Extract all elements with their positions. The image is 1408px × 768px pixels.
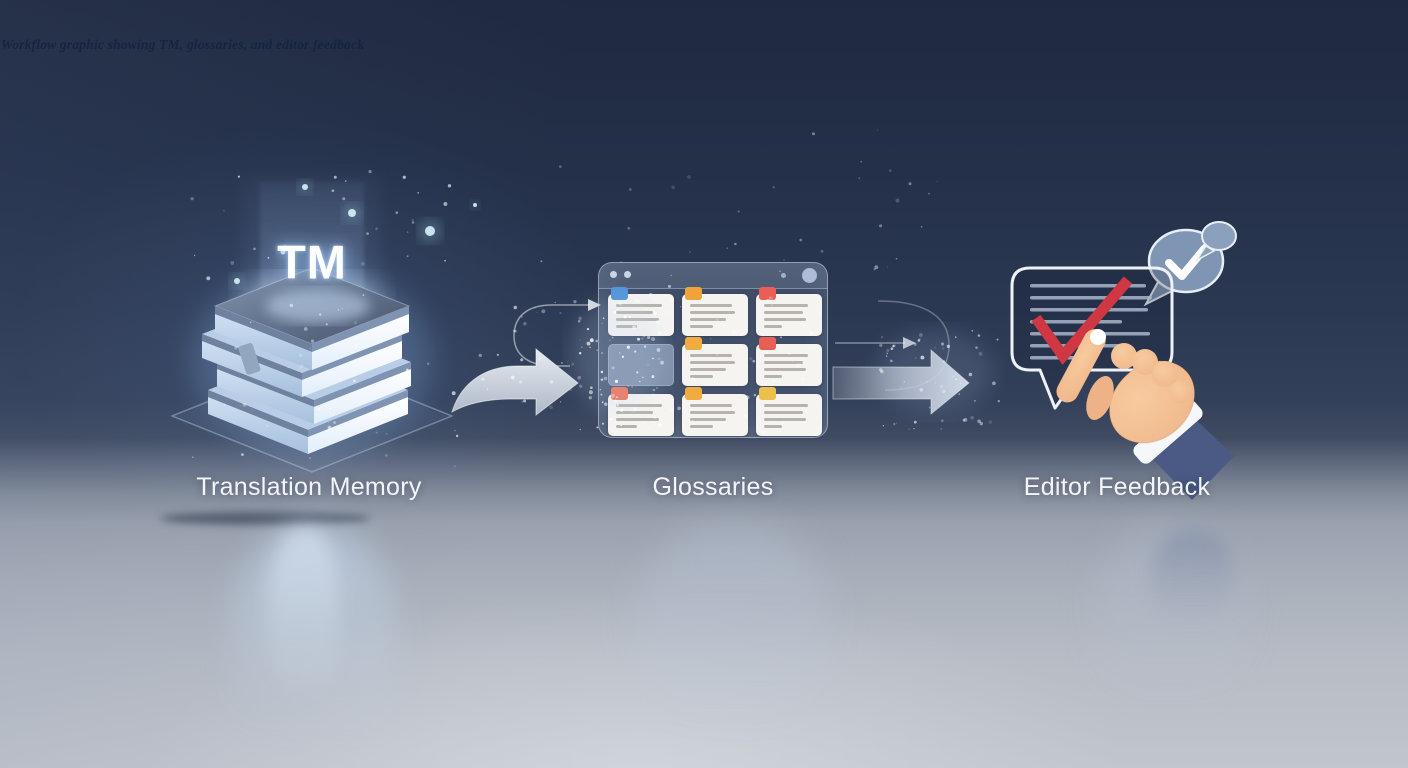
glossary-card [756,337,822,386]
caption-text: Workflow graphic showing TM, glossaries,… [1,37,365,52]
glossary-window [598,262,828,438]
glossary-card-tab [685,337,702,350]
text-line [764,354,809,357]
text-line [764,411,803,414]
text-line [764,368,806,371]
tm-badge: TM [277,235,347,289]
glossary-card-tab [759,287,776,300]
text-line [690,325,714,328]
window-control-dot [610,271,617,278]
text-line [764,404,809,407]
glossary-card-tab [611,287,628,300]
glossary-card [682,337,748,386]
tm-label: Translation Memory [196,473,422,501]
glossary-card [756,287,822,336]
glow-dots [229,179,480,289]
text-line [690,404,732,407]
glossary-card [682,387,748,436]
text-line [690,375,714,378]
glossary-card-tab [685,387,702,400]
window-control-dot [624,271,631,278]
index-finger [1056,329,1106,403]
bookmark-tab [238,343,261,375]
text-line [764,325,783,328]
text-line [690,418,727,421]
window-header [599,263,827,289]
mini-bubble-icon [1194,221,1237,263]
text-line [764,318,806,321]
text-line [616,418,659,421]
sparkle-glow-right [877,330,993,414]
sparkle-cluster [579,270,1001,434]
window-small-dot [781,273,786,278]
glossaries-label: Glossaries [652,473,774,501]
text-line [764,425,783,428]
glossary-card-tab [759,337,776,350]
text-line [690,411,735,414]
top-cover-glow [266,289,370,323]
glossary-card-tab [759,387,776,400]
glossary-card [756,387,822,436]
text-line [690,311,735,314]
text-line [616,425,637,428]
text-line [764,418,806,421]
cursor-highlight-dot [1090,329,1106,345]
white-check-icon [1165,244,1209,280]
text-line [764,361,803,364]
glossary-card [682,287,748,336]
sparkle-glow-left [572,297,664,413]
text-line [764,304,809,307]
glossary-card-tab [685,287,702,300]
red-check-icon [1031,276,1133,365]
text-line [690,368,727,371]
stack-floor-shadow [160,512,370,525]
text-line [690,425,714,428]
window-avatar-dot [802,268,817,283]
text-line [690,361,735,364]
approval-bubble-icon [1143,228,1225,307]
text-line [764,311,803,314]
flow-arrow-1 [451,347,579,417]
text-line [764,375,783,378]
text-line [690,318,727,321]
text-line [690,354,732,357]
thumb [1086,376,1114,420]
text-line [616,411,654,414]
pointing-hand-icon [1056,329,1234,500]
text-line [690,304,732,307]
feedback-label: Editor Feedback [1023,473,1211,501]
